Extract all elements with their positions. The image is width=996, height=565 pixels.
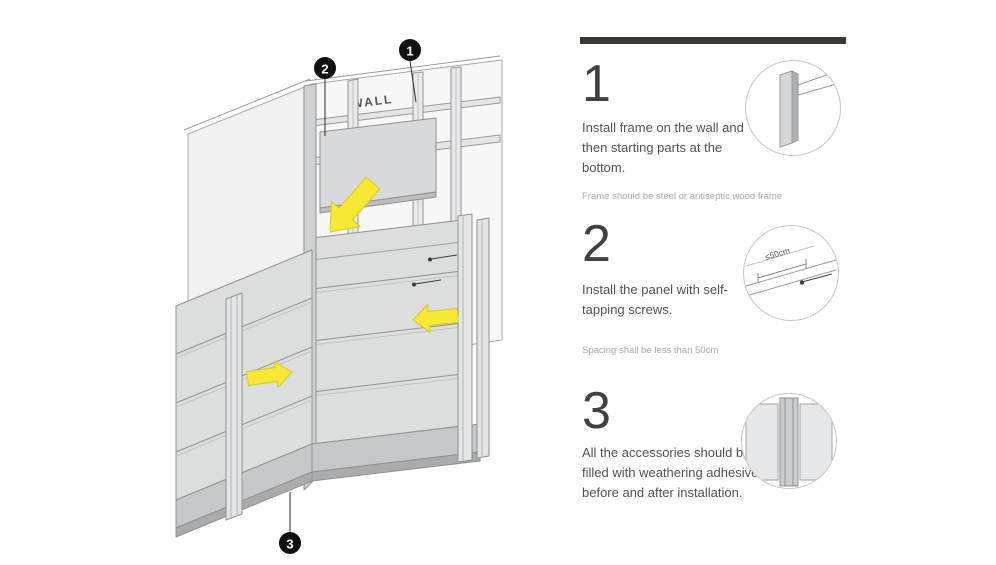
step-1-number: 1 — [582, 55, 611, 113]
marker-2: 2 — [314, 57, 336, 136]
installation-diagram: WALL — [175, 39, 503, 554]
wall-label: WALL — [351, 92, 394, 111]
marker-3: 3 — [279, 492, 301, 554]
step-2-detail-image: ≤50cm — [743, 225, 839, 321]
marker-3-label: 3 — [286, 537, 293, 552]
step-2-text: Install the panel with self-tapping scre… — [582, 282, 728, 318]
instructions-panel: 1 Install frame on the wall and then sta… — [580, 0, 980, 560]
step-1-detail-image — [745, 60, 841, 156]
step-1-text: Install frame on the wall and then start… — [582, 120, 744, 176]
step-3-detail-image — [741, 393, 837, 489]
marker-1: 1 — [399, 39, 421, 103]
step-3-text: All the accessories should be filled wit… — [582, 445, 759, 501]
joint-profile-detail — [745, 397, 833, 487]
loose-studs — [225, 213, 490, 521]
step-3-number: 3 — [582, 382, 611, 440]
step-1-note: Frame should be steel or antiseptic wood… — [582, 191, 783, 202]
arrow-left-icon — [412, 304, 459, 333]
frame-corner-detail — [779, 70, 840, 148]
screw-markers — [412, 254, 458, 287]
step-3: 3 All the accessories should be filled w… — [580, 385, 910, 560]
right-wall-top-edge — [305, 55, 501, 82]
step-2-number: 2 — [582, 215, 611, 273]
diagram-svg: WALL — [175, 39, 503, 554]
right-panel-stack — [311, 219, 463, 445]
base-skirt — [175, 423, 481, 538]
arrow-right-icon — [246, 361, 293, 388]
arrow-down-left-icon — [329, 176, 381, 233]
install-arrows — [246, 176, 459, 388]
left-wall-top-edge — [183, 78, 311, 131]
spacing-label: ≤50cm — [764, 245, 791, 262]
marker-2-label: 2 — [321, 62, 328, 77]
step-2: 2 Install the panel with self-tapping sc… — [580, 218, 910, 383]
marker-1-label: 1 — [406, 44, 413, 59]
panel-being-installed — [319, 117, 437, 214]
step-1: 1 Install frame on the wall and then sta… — [580, 58, 910, 218]
header-divider-bar — [580, 37, 846, 44]
screw-spacing-detail: ≤50cm — [745, 245, 837, 297]
step-2-note: Spacing shall be less than 50cm — [582, 345, 719, 356]
